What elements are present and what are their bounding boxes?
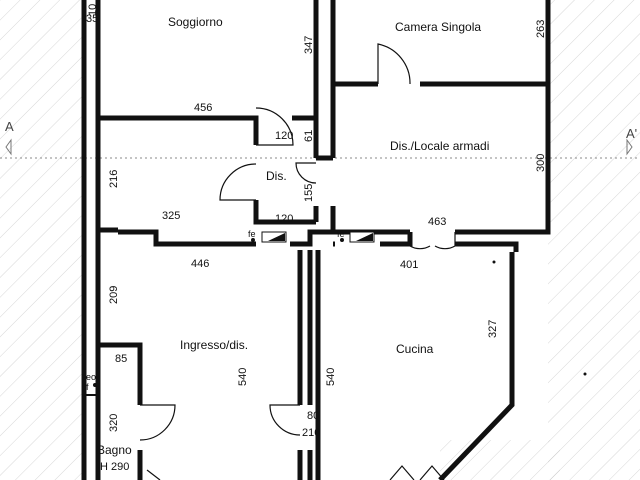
walls (81, 0, 551, 480)
dimension-263: 263 (535, 20, 547, 38)
room-label-dis-locale-armadi: Dis./Locale armadi (390, 139, 489, 153)
room-label-cucina: Cucina (396, 342, 434, 356)
room-label-soggiorno: Soggiorno (168, 15, 223, 29)
section-markers: A A' (5, 119, 637, 141)
dimension-456: 456 (194, 102, 212, 114)
symbol-fe-right: fe (337, 229, 345, 239)
dimension-540-cucina: 540 (325, 368, 337, 386)
room-label-dis: Dis. (266, 169, 287, 183)
dimension-401: 401 (400, 259, 418, 271)
symbol-fe-left: fe (248, 229, 256, 239)
dimension-540-ingresso: 540 (237, 368, 249, 386)
dimension-155: 155 (303, 184, 315, 202)
room-label-bagno: Bagno (97, 443, 132, 457)
dimension-85: 85 (115, 353, 127, 365)
room-label-ingresso: Ingresso/dis. (180, 338, 248, 352)
symbol-labels: fe fe eo f (86, 229, 345, 392)
dimensions: 10 35 347 263 456 120 61 300 216 155 325… (86, 4, 547, 439)
dimension-210: 210 (302, 427, 320, 439)
dimension-209: 209 (108, 286, 120, 304)
section-marker-right: A' (626, 126, 637, 141)
dimension-327: 327 (487, 320, 499, 338)
dimension-463: 463 (428, 216, 446, 228)
dimension-10: 10 (87, 4, 99, 16)
dimension-216: 216 (108, 170, 120, 188)
electric-panels (93, 231, 587, 387)
room-height-bagno: H 290 (100, 461, 129, 473)
symbol-eo: eo (86, 372, 96, 382)
dimension-300: 300 (535, 154, 547, 172)
dimension-325: 325 (162, 210, 180, 222)
dimension-120-bottom: 120 (275, 213, 293, 225)
doors (139, 43, 456, 480)
section-marker-left: A (5, 119, 14, 134)
dimension-80: 80 (307, 410, 319, 422)
dimension-320: 320 (108, 414, 120, 432)
dimension-446: 446 (191, 258, 209, 270)
dimension-347: 347 (303, 36, 315, 54)
dimension-61: 61 (303, 130, 315, 142)
dimension-35: 35 (86, 13, 98, 25)
room-label-camera-singola: Camera Singola (395, 20, 481, 34)
room-labels: Soggiorno Camera Singola Dis./Locale arm… (97, 15, 489, 473)
dimension-120-top: 120 (275, 130, 293, 142)
symbol-f: f (86, 382, 89, 392)
